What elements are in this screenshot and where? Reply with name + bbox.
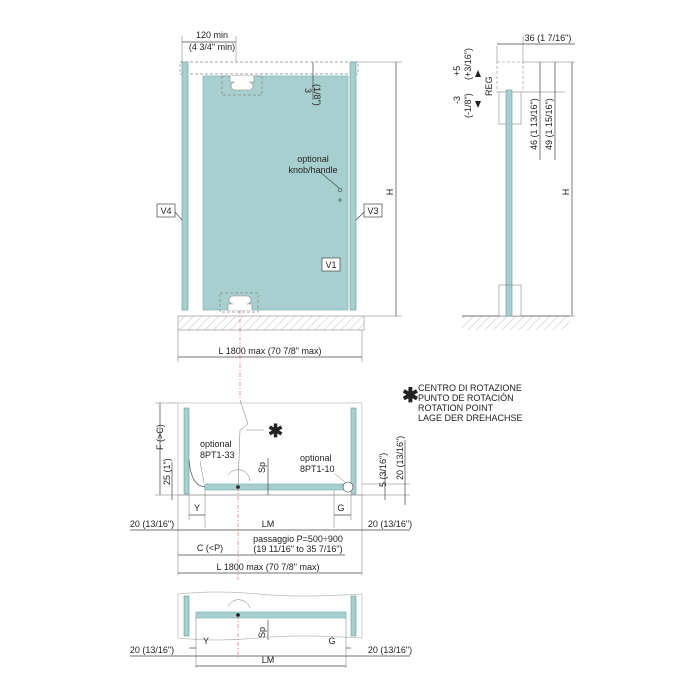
legend: ✱ CENTRO DI ROTAZIONE PUNTO DE ROTACIÓN … bbox=[402, 383, 523, 423]
lm-dim: LM bbox=[262, 519, 275, 529]
dim-49: 49 (1 15/16") bbox=[544, 98, 554, 150]
dim-46: 46 (1 13/16") bbox=[529, 98, 539, 150]
c-dim: C (<P) bbox=[197, 543, 223, 553]
legend-line: ROTATION POINT bbox=[418, 403, 494, 413]
width-dim: L 1800 max (70 7/8" max) bbox=[219, 346, 322, 356]
legend-line: CENTRO DI ROTAZIONE bbox=[418, 383, 522, 393]
knob-label: optional bbox=[297, 154, 329, 164]
adj-plus: +5 bbox=[452, 66, 462, 76]
asterisk-icon: ✱ bbox=[268, 421, 283, 441]
post-right bbox=[350, 595, 357, 637]
label-v1-box bbox=[321, 257, 341, 272]
y-dim: Y bbox=[203, 636, 209, 646]
g-dim: G bbox=[328, 636, 335, 646]
optional-right-code: 8PT1-10 bbox=[300, 464, 335, 474]
d20-right-dim: 20 (13/16") bbox=[368, 519, 412, 529]
g-dim: G bbox=[337, 503, 344, 513]
optional-right-label: optional bbox=[300, 453, 332, 463]
side-view: 36 (1 7/16") 46 (1 13/16") 49 (1 15/16")… bbox=[452, 33, 575, 330]
asterisk-icon: ✱ bbox=[402, 385, 419, 407]
gap-dim-imperial: (1/8") bbox=[312, 84, 322, 106]
floor bbox=[462, 316, 570, 330]
plan-view: ✱ optional 8PT1-33 optional 8PT1-10 Sp F… bbox=[130, 399, 412, 580]
glass-panel-bottom bbox=[195, 611, 347, 619]
top-rail bbox=[179, 61, 359, 75]
post-right bbox=[350, 407, 357, 495]
d20-vertical-dim: 20 (13/16") bbox=[395, 436, 405, 480]
knob-label: knob/handle bbox=[288, 165, 337, 175]
passage-dim: passaggio P=500÷900 bbox=[253, 534, 343, 544]
glass-edge-bottom bbox=[505, 284, 513, 317]
d20-left-dim: 20 (13/16") bbox=[130, 645, 174, 655]
label-v4: V4 bbox=[160, 206, 171, 216]
top-dim: 120 min bbox=[196, 30, 228, 40]
bottom-pivot bbox=[219, 292, 259, 313]
side-height-dim: H bbox=[561, 189, 571, 196]
plan-outline bbox=[177, 402, 363, 496]
d25-dim: 25 (1") bbox=[162, 458, 172, 485]
side-width-dim: 36 (1 7/16") bbox=[525, 33, 572, 43]
bottom-view: Sp Y G 20 (13/16") 20 (13/16") LM bbox=[130, 591, 412, 668]
passage-dim-imperial: (19 11/16" to 35 7/16") bbox=[253, 544, 342, 554]
height-dim: H bbox=[385, 189, 395, 196]
adj-plus-imperial: (+3/16") bbox=[463, 48, 473, 80]
label-v4-box bbox=[156, 203, 176, 218]
lm-dim: LM bbox=[262, 655, 275, 665]
sp-dim: Sp bbox=[257, 462, 267, 473]
d20-left-dim: 20 (13/16") bbox=[130, 519, 174, 529]
optional-stop bbox=[342, 481, 354, 493]
gap-dim: 3 bbox=[303, 88, 313, 93]
plan-width-dim: L 1800 max (70 7/8" max) bbox=[217, 562, 320, 572]
post-v3 bbox=[349, 61, 357, 311]
adj-minus: -3 bbox=[452, 96, 462, 104]
reg-label: REG bbox=[484, 76, 494, 96]
front-view: optional knob/handle 120 min (4 3/4" min… bbox=[156, 30, 402, 400]
adj-minus-imperial: (-1/8") bbox=[463, 93, 473, 118]
top-profile bbox=[496, 61, 524, 93]
legend-line: LAGE DER DREHACHSE bbox=[418, 413, 523, 423]
label-v1: V1 bbox=[325, 260, 336, 270]
sp-dim: Sp bbox=[257, 627, 267, 638]
optional-left-label: optional bbox=[200, 439, 232, 449]
legend-line: PUNTO DE ROTACIÓN bbox=[418, 393, 514, 403]
glass-panel bbox=[202, 75, 349, 311]
knob-icon bbox=[337, 187, 343, 193]
label-v3: V3 bbox=[367, 206, 378, 216]
bottom-outline bbox=[177, 591, 363, 641]
knob-icon bbox=[338, 198, 342, 202]
post-v4 bbox=[181, 61, 189, 311]
bottom-pivot-notch bbox=[227, 295, 253, 310]
top-pivot-notch bbox=[229, 76, 255, 91]
post-left bbox=[183, 407, 190, 495]
label-v3-box bbox=[363, 203, 383, 218]
post-left bbox=[183, 595, 190, 637]
d20-right-dim: 20 (13/16") bbox=[368, 645, 412, 655]
y-dim: Y bbox=[194, 503, 200, 513]
glass-panel-plan bbox=[204, 483, 348, 491]
top-dim-imperial: (4 3/4" min) bbox=[189, 42, 235, 52]
glass-edge bbox=[505, 89, 513, 317]
f-dim: F (>C) bbox=[155, 424, 165, 450]
adjust-arrows-icon bbox=[475, 70, 481, 108]
optional-left-code: 8PT1-33 bbox=[200, 450, 235, 460]
floor bbox=[177, 315, 365, 331]
d5-dim: 5 (3/16") bbox=[378, 453, 388, 487]
